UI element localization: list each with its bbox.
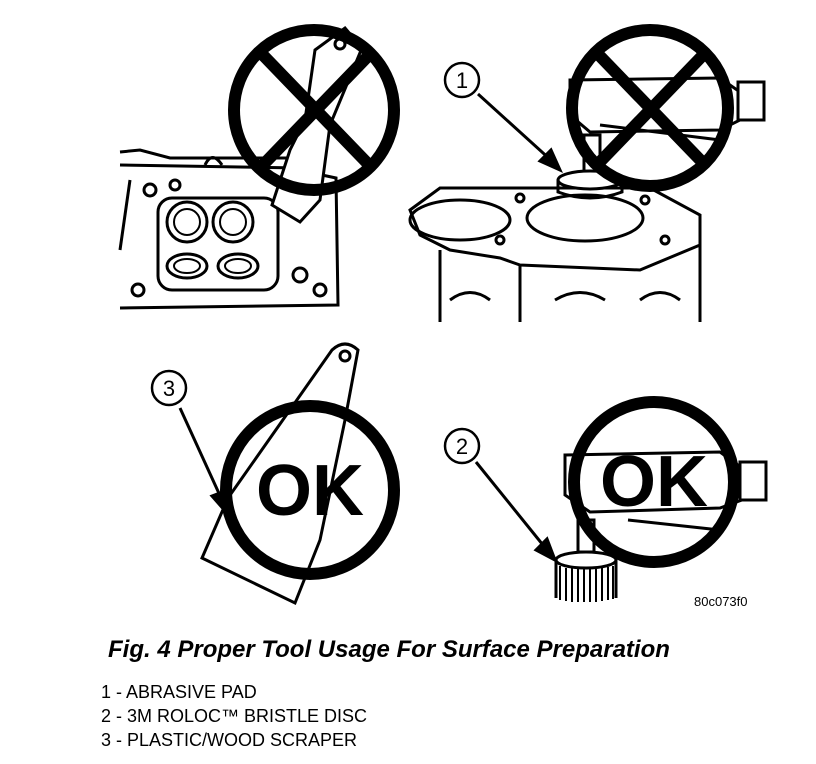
legend: 1 - ABRASIVE PAD 2 - 3M ROLOC™ BRISTLE D…: [101, 680, 367, 752]
ok-label-left: OK: [256, 451, 364, 531]
ok-symbol-right: OK: [568, 396, 740, 568]
engine-block-deck: [408, 186, 702, 322]
callout-1-number: 1: [456, 68, 468, 93]
legend-item-3: 3 - PLASTIC/WOOD SCRAPER: [101, 730, 358, 750]
ok-symbol-left: OK: [220, 400, 400, 580]
ok-label-right: OK: [600, 442, 708, 522]
prohibited-symbol-left: [228, 24, 400, 196]
caption-title: Fig. 4 Proper Tool Usage For Surface Pre…: [108, 636, 670, 663]
callout-3: 3: [150, 369, 188, 407]
prohibited-symbol-right: [566, 24, 734, 192]
leader-lines: [178, 92, 563, 564]
figure-id: 80c073f0: [694, 594, 748, 609]
callout-3-number: 3: [163, 376, 175, 401]
cylinder-head-left: [118, 148, 340, 310]
callout-2: 2: [443, 427, 481, 465]
callout-2-number: 2: [456, 434, 468, 459]
callout-1: 1: [443, 61, 481, 99]
legend-item-1: 1 - ABRASIVE PAD: [101, 682, 257, 702]
legend-item-2: 2 - 3M ROLOC™ BRISTLE DISC: [101, 706, 368, 726]
